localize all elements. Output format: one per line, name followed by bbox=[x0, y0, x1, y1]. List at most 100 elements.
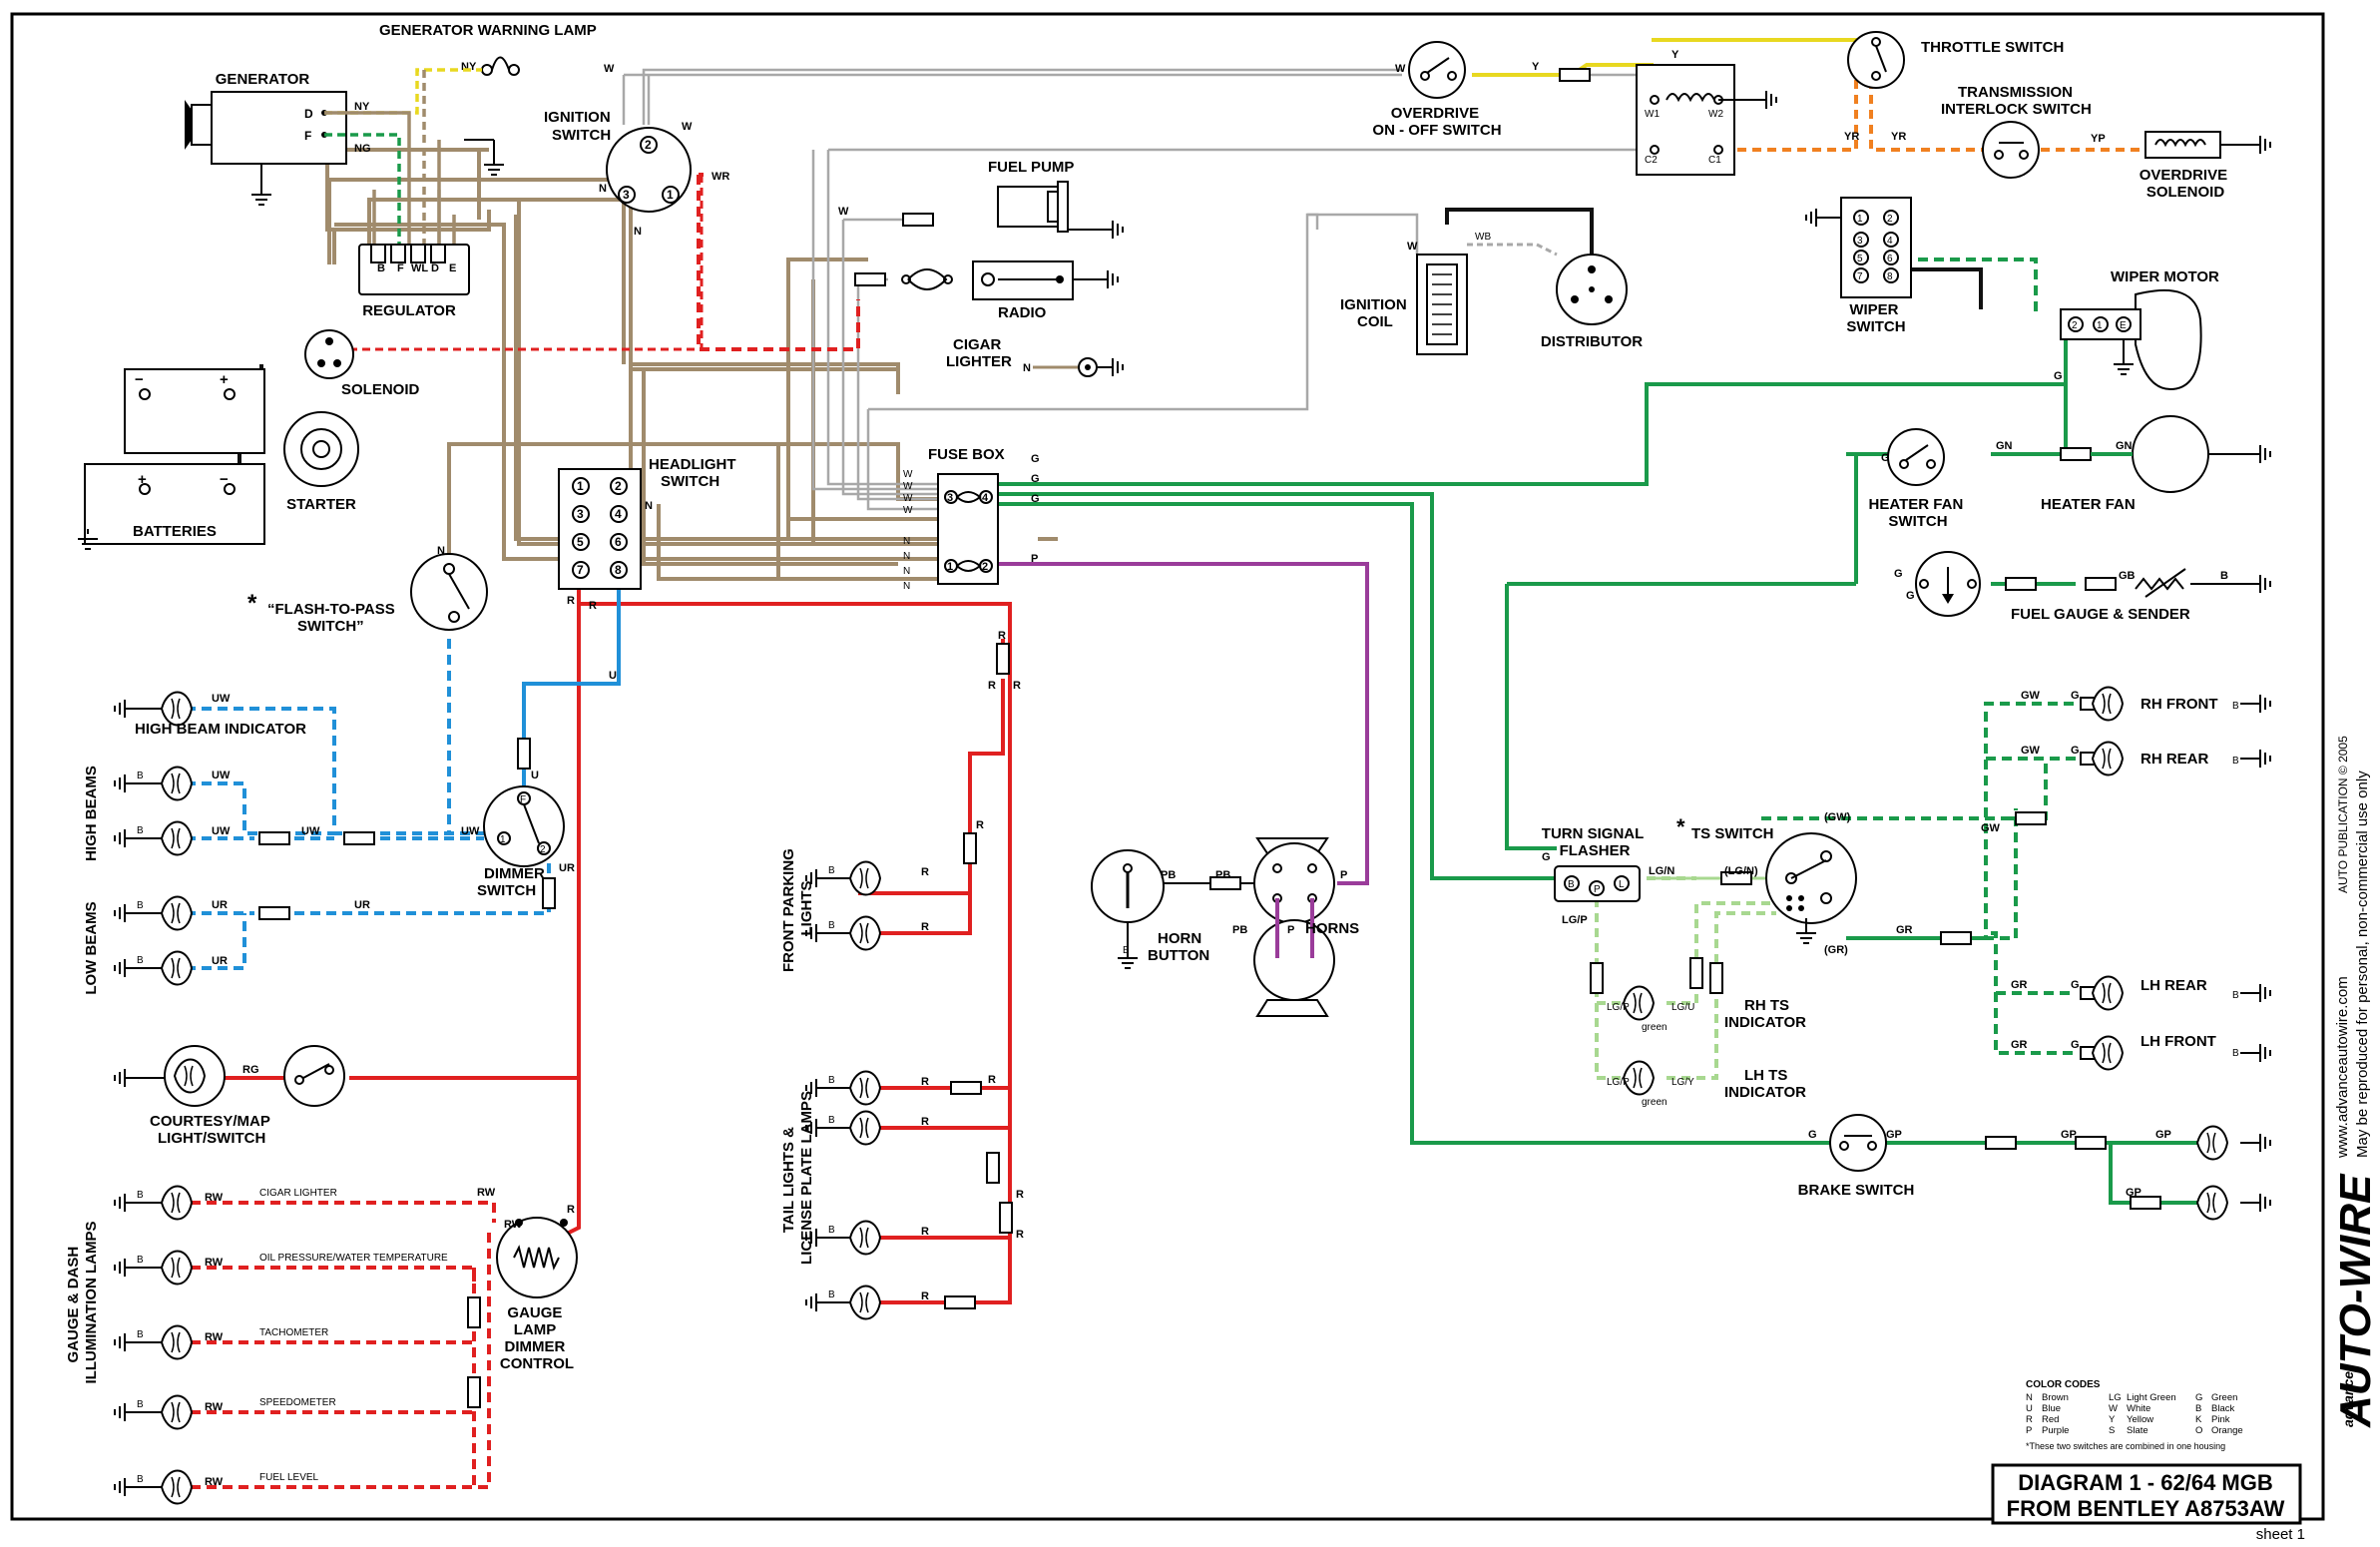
lh-lamps: G GR LH REAR B G GR LH FRONT B GR bbox=[1896, 924, 2271, 1071]
svg-text:YR: YR bbox=[1891, 131, 1906, 143]
svg-text:RW: RW bbox=[205, 1476, 224, 1488]
turn-signal-flasher: B P L G LG/P LG/N TURN SIGNAL FLASHER bbox=[1542, 825, 1675, 926]
svg-text:W: W bbox=[838, 206, 849, 218]
svg-text:WL: WL bbox=[411, 262, 428, 274]
color-code-cell: Orange bbox=[2211, 1425, 2243, 1436]
color-code-cell: Black bbox=[2211, 1403, 2234, 1414]
svg-text:GW: GW bbox=[1981, 822, 2001, 834]
tail-lights-label: TAIL LIGHTS & LICENSE PLATE LAMPS bbox=[780, 1091, 815, 1265]
svg-text:B: B bbox=[137, 1474, 144, 1485]
color-code-cell: White bbox=[2127, 1403, 2150, 1414]
brown-harness bbox=[327, 178, 943, 589]
svg-text:C2: C2 bbox=[1645, 155, 1658, 166]
red-dashed-ignition bbox=[339, 175, 704, 351]
courtesy-map-light: RG COURTESY/MAP LIGHT/SWITCH bbox=[114, 1045, 345, 1147]
ts-switch-label: TS SWITCH bbox=[1691, 825, 1774, 842]
color-code-cell: Y bbox=[2109, 1414, 2116, 1425]
svg-text:3: 3 bbox=[947, 492, 953, 504]
color-code-cell: Brown bbox=[2042, 1392, 2069, 1403]
ts-indicators: LG/P LG/U green LG/P LG/Y green RH TS IN… bbox=[1590, 957, 1806, 1108]
svg-text:W: W bbox=[682, 121, 693, 133]
heater-fan: HEATER FAN bbox=[2041, 415, 2271, 513]
svg-text:W: W bbox=[903, 481, 913, 492]
svg-text:+: + bbox=[220, 371, 229, 388]
wiper-switch: 1 2 3 4 5 6 7 8 WIPER SWITCH bbox=[1805, 197, 1912, 335]
svg-text:UR: UR bbox=[354, 899, 370, 911]
svg-text:1: 1 bbox=[2097, 320, 2103, 331]
gauge-dash-lamps: B RW CIGAR LIGHTER RW B RW OIL PRESSURE/… bbox=[65, 1185, 496, 1505]
color-code-cell: W bbox=[2109, 1403, 2118, 1414]
svg-text:2: 2 bbox=[540, 844, 546, 855]
horn-button: B PB PB HORN BUTTON bbox=[1091, 849, 1259, 969]
svg-text:6: 6 bbox=[1887, 254, 1893, 264]
svg-text:LG/U: LG/U bbox=[1671, 1002, 1694, 1013]
svg-text:R: R bbox=[589, 600, 597, 612]
svg-text:U: U bbox=[609, 670, 617, 682]
svg-text:2: 2 bbox=[645, 138, 652, 152]
svg-text:U: U bbox=[531, 770, 539, 781]
svg-text:R: R bbox=[921, 866, 929, 878]
ts-switch: (LG/N) (GW) (GR) * TS SWITCH bbox=[1676, 811, 1857, 956]
dimmer-switch-label: DIMMER SWITCH bbox=[477, 865, 549, 899]
svg-text:L: L bbox=[1619, 879, 1625, 890]
svg-text:N: N bbox=[437, 545, 445, 557]
svg-text:E: E bbox=[449, 262, 456, 274]
svg-text:G: G bbox=[1031, 453, 1040, 465]
heater-fan-switch: G GN GN HEATER FAN SWITCH bbox=[1869, 428, 2133, 530]
gauge-label-cigar: CIGAR LIGHTER bbox=[259, 1188, 337, 1199]
svg-text:N: N bbox=[903, 551, 910, 562]
color-code-cell: R bbox=[2026, 1414, 2033, 1425]
solenoid-label: SOLENOID bbox=[341, 381, 420, 398]
svg-text:1: 1 bbox=[577, 479, 584, 493]
radio-label: RADIO bbox=[998, 304, 1047, 321]
wiper-motor: 2 1 E WIPER MOTOR G bbox=[2054, 268, 2219, 391]
color-code-cell: O bbox=[2195, 1425, 2202, 1436]
credits-url: www.advanceautowire.com bbox=[2334, 976, 2351, 1159]
svg-text:8: 8 bbox=[1887, 271, 1893, 282]
flash-to-pass-star: * bbox=[247, 590, 257, 617]
gauge-label-speedo: SPEEDOMETER bbox=[259, 1397, 336, 1408]
svg-text:N: N bbox=[599, 183, 607, 195]
svg-text:UW: UW bbox=[301, 825, 320, 837]
svg-text:P: P bbox=[1031, 553, 1038, 565]
regulator: B F WL D E REGULATOR bbox=[358, 244, 470, 319]
overdrive-solenoid-label: OVERDRIVE SOLENOID bbox=[2140, 167, 2232, 201]
generator-warning-lamp-label: GENERATOR WARNING LAMP bbox=[379, 22, 597, 39]
svg-text:B: B bbox=[377, 262, 385, 274]
starter: STARTER bbox=[283, 411, 359, 513]
color-code-cell: B bbox=[2195, 1403, 2201, 1414]
svg-text:B: B bbox=[2232, 990, 2239, 1001]
svg-text:R: R bbox=[976, 819, 984, 831]
svg-text:B: B bbox=[828, 1115, 835, 1126]
svg-text:2: 2 bbox=[1887, 214, 1893, 225]
svg-text:LG/P: LG/P bbox=[1607, 1002, 1630, 1013]
svg-text:B: B bbox=[137, 771, 144, 781]
svg-text:P: P bbox=[1287, 924, 1294, 936]
regulator-feed-wires bbox=[324, 68, 482, 245]
generator-label: GENERATOR bbox=[216, 71, 310, 88]
headlight-switch-label: HEADLIGHT SWITCH bbox=[649, 456, 740, 490]
svg-text:B: B bbox=[137, 1190, 144, 1201]
svg-text:G: G bbox=[2071, 690, 2080, 702]
rh-front-label: RH FRONT bbox=[2141, 696, 2218, 713]
svg-text:RW: RW bbox=[205, 1192, 224, 1204]
svg-text:W2: W2 bbox=[1708, 109, 1723, 120]
svg-text:(LG/N): (LG/N) bbox=[1724, 865, 1758, 877]
color-code-cell: Purple bbox=[2042, 1425, 2069, 1436]
svg-text:Y: Y bbox=[1671, 49, 1679, 61]
svg-text:NY: NY bbox=[354, 101, 370, 113]
svg-text:(GW): (GW) bbox=[1824, 811, 1851, 823]
title-line-1: DIAGRAM 1 - 62/64 MGB bbox=[2018, 1470, 2273, 1495]
green-wires bbox=[993, 339, 2205, 1205]
svg-text:R: R bbox=[1013, 680, 1021, 692]
svg-text:green: green bbox=[1642, 1022, 1667, 1033]
color-code-cell: G bbox=[2195, 1392, 2202, 1403]
svg-text:GR: GR bbox=[2011, 1039, 2028, 1051]
svg-text:R: R bbox=[988, 680, 996, 692]
brake-switch-label: BRAKE SWITCH bbox=[1798, 1182, 1915, 1199]
svg-text:−: − bbox=[135, 371, 144, 388]
svg-text:RW: RW bbox=[205, 1257, 224, 1269]
svg-text:PB: PB bbox=[1161, 869, 1176, 881]
svg-text:YR: YR bbox=[1844, 131, 1859, 143]
svg-text:6: 6 bbox=[615, 535, 622, 549]
